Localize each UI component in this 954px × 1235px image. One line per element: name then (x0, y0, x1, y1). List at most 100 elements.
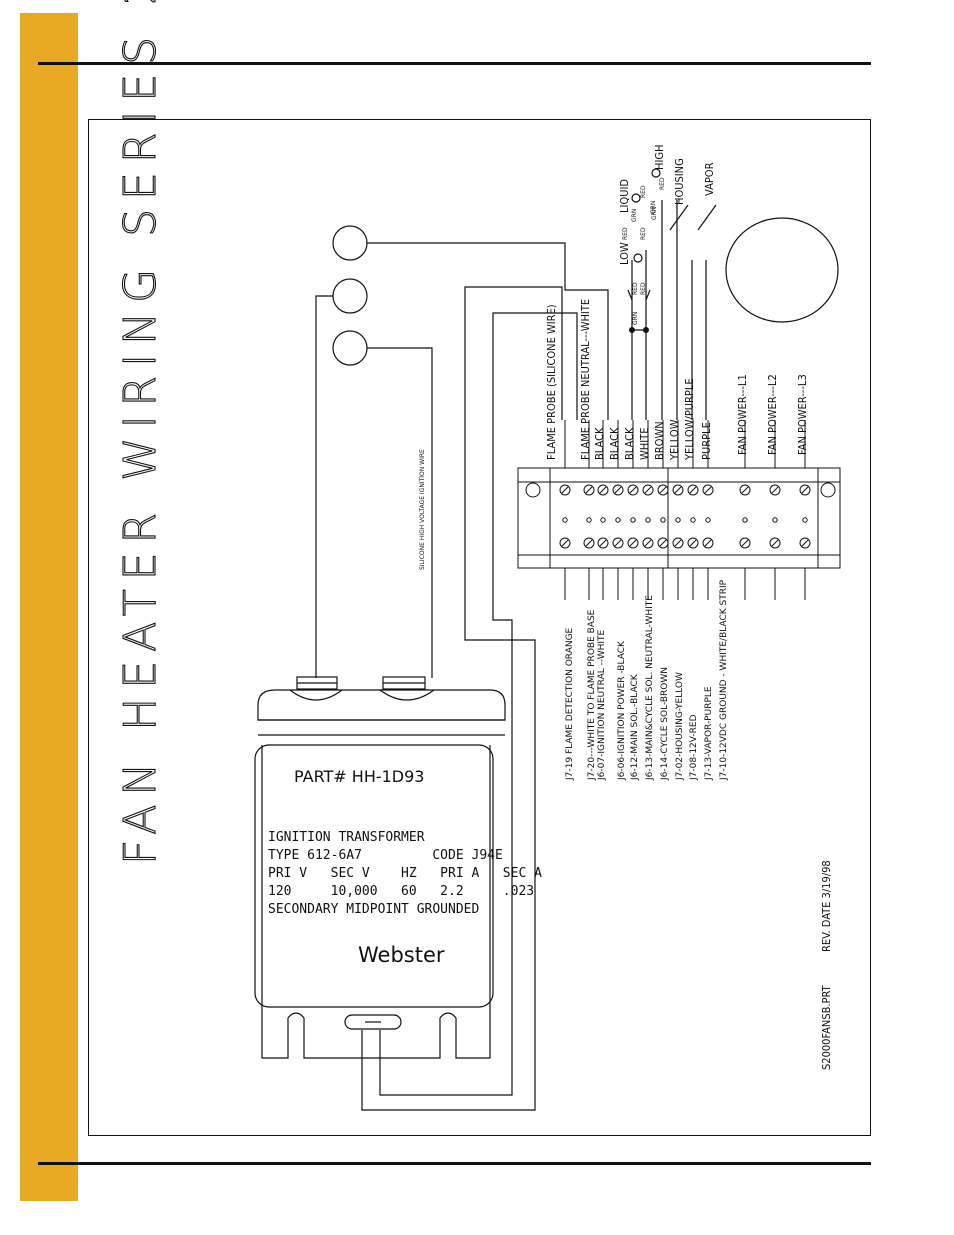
terminal-screw-slot (599, 486, 607, 494)
terminal-screw-slot (629, 539, 637, 547)
transformer-brand: Webster (358, 943, 445, 967)
switch-group: LOW LIQUID HIGH HOUSING VAPOR RED RED GR… (618, 145, 717, 420)
label-fan-power-l1: FAN POWER---L1 (736, 374, 749, 455)
terminal-screw (690, 517, 696, 523)
terminal-screw-slot (741, 486, 749, 494)
terminal-screw (772, 517, 778, 523)
header-rule (38, 62, 871, 65)
terminal-screw (687, 537, 699, 549)
terminal-screw (657, 484, 669, 496)
label-white: WHITE (638, 428, 651, 460)
terminal-circle-2 (332, 278, 368, 314)
terminal-screw-slot (644, 539, 652, 547)
terminal-screw (597, 484, 609, 496)
wire-tag-8: RED (640, 282, 647, 295)
terminal-screw-slot (704, 486, 712, 494)
terminal-screw-slot (771, 539, 779, 547)
label-black-2: BLACK (608, 427, 621, 460)
label-black-3: BLACK (623, 427, 636, 460)
terminal-screw (583, 484, 595, 496)
label-flame-probe: FLAME PROBE (SILICONE WIRE) (545, 304, 558, 460)
liquid-label: LIQUID (618, 179, 631, 213)
terminal-screw-slot (644, 486, 652, 494)
wire-tag-10: GRN (651, 207, 658, 220)
terminal-screw (687, 484, 699, 496)
wire-tag-4: GRN (650, 201, 657, 214)
ignition-transformer: PART# HH-1D93 IGNITION TRANSFORMER TYPE … (254, 676, 542, 1059)
transformer-line-5: SECONDARY MIDPOINT GROUNDED (268, 902, 479, 917)
revision-date: REV. DATE 3/19/98 (820, 860, 833, 952)
label-j7-10: J7-10-12VDC GROUND - WHITE/BLACK STRIP (719, 579, 729, 781)
fan-motor-circle (725, 217, 839, 323)
transformer-line-4: 120 10,000 60 2.2 .023 (268, 884, 534, 899)
terminal-screw-slot (614, 539, 622, 547)
terminal-screw (630, 517, 636, 523)
transformer-line-3: PRI V SEC V HZ PRI A SEC A (268, 866, 542, 881)
high-switch-contact (651, 168, 661, 178)
terminal-screw (562, 517, 568, 523)
mounting-tab (344, 1014, 402, 1030)
terminal-screw (586, 517, 592, 523)
terminal-screw-slot (689, 486, 697, 494)
terminal-screw (672, 537, 684, 549)
terminal-screw (597, 537, 609, 549)
terminal-screw (702, 484, 714, 496)
terminal-screw-slot (629, 486, 637, 494)
label-j6-12: J6-12-MAIN SOL.-BLACK (630, 673, 640, 781)
terminal-screw-slot (674, 539, 682, 547)
label-fan-power-l3: FAN POWER---L3 (796, 374, 809, 455)
footer-rule (38, 1162, 871, 1165)
side-color-tab (20, 13, 78, 1201)
terminal-screw-slot (659, 539, 667, 547)
label-j6-13: J6-13-MAIN&CYCLE SOL. NEUTRAL-WHITE (645, 595, 655, 781)
wire-hv-2 (367, 347, 433, 678)
wire-loop-inner (379, 312, 578, 1096)
wire-tag-2: RED (640, 227, 647, 240)
diagram-title: FAN HEATER WIRING SERIES 2000 (115, 0, 166, 865)
terminal-screw (739, 537, 751, 549)
terminal-screw (769, 484, 781, 496)
wire-tag-9: RED (659, 177, 666, 190)
junction-dot-2 (643, 327, 649, 333)
terminal-screw-slot (801, 539, 809, 547)
wire-tag-3: GRN (631, 209, 638, 222)
wire-tag-6: GRN (632, 312, 639, 325)
terminal-screw (559, 537, 571, 549)
transformer-line-2: TYPE 612-6A7 CODE J94E (268, 848, 503, 863)
top-wires (564, 420, 806, 468)
terminal-screw (675, 517, 681, 523)
wire-flame-probe (367, 242, 609, 420)
wire-tag-7: RED (632, 282, 639, 295)
terminal-screw (600, 517, 606, 523)
terminal-screw-slot (585, 486, 593, 494)
terminal-screw (645, 517, 651, 523)
label-fan-power-l2: FAN POWER---L2 (766, 374, 779, 455)
wire-tag-1: RED (622, 227, 629, 240)
label-brown: BROWN (653, 421, 666, 460)
wire-hv-1 (315, 295, 333, 678)
label-j6-07: J6-07-IGNITION NEUTRAL --WHITE (597, 629, 607, 781)
terminal-screw (702, 537, 714, 549)
terminal-screw (612, 484, 624, 496)
terminal-screw-slot (659, 486, 667, 494)
terminal-screw (642, 537, 654, 549)
terminal-screw (705, 517, 711, 523)
terminal-screw (660, 517, 666, 523)
transformer-line-1: IGNITION TRANSFORMER (268, 830, 425, 845)
label-j7-02: J7-02-HOUSING-YELLOW (675, 672, 685, 781)
terminal-screw-slot (771, 486, 779, 494)
terminal-screw (799, 537, 811, 549)
terminal-screw (799, 484, 811, 496)
terminal-circle-1 (332, 225, 368, 261)
terminal-screw-slot (599, 539, 607, 547)
transformer-part-number: PART# HH-1D93 (294, 767, 424, 786)
label-yellow: YELLOW (668, 419, 681, 461)
top-label-group: FLAME PROBE (SILICONE WIRE) FLAME PROBE … (545, 299, 809, 461)
label-j7-08: J7-08-12V-RED (689, 714, 699, 781)
label-purple: PURPLE (700, 422, 713, 460)
diagram-frame (88, 119, 871, 1136)
terminal-screw (672, 484, 684, 496)
label-black-1: BLACK (593, 427, 606, 460)
